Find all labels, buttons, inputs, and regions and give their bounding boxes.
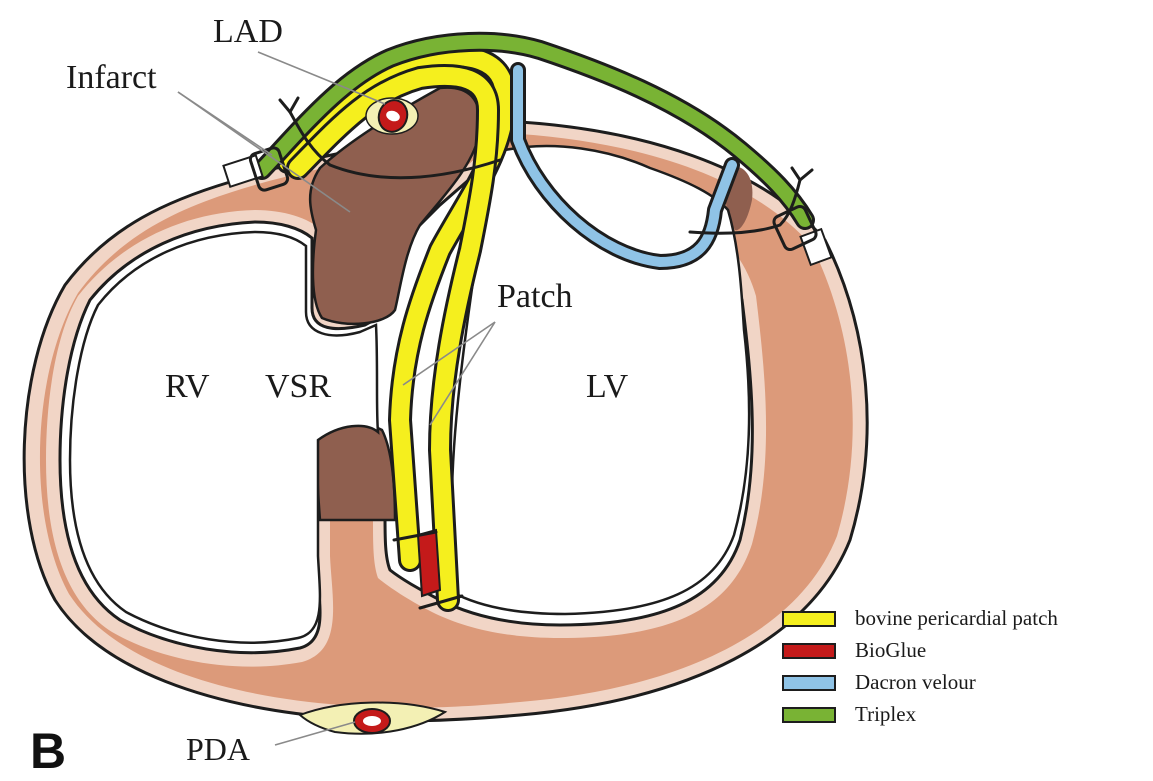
legend-swatch	[783, 708, 835, 722]
suture-left-tie-a	[280, 100, 290, 112]
infarct-lower	[317, 423, 395, 520]
label-lv: LV	[586, 368, 629, 405]
suture-right-tie-a	[792, 168, 800, 180]
legend-label: Dacron velour	[855, 670, 976, 694]
label-patch: Patch	[497, 278, 573, 315]
legend-label: bovine pericardial patch	[855, 606, 1058, 630]
suture-right-tie-b	[800, 170, 812, 180]
legend-swatch	[783, 612, 835, 626]
legend-swatch	[783, 676, 835, 690]
legend-label: BioGlue	[855, 638, 926, 662]
bioglue-fill	[418, 530, 440, 596]
label-rv: RV	[165, 368, 210, 405]
legend-label: Triplex	[855, 702, 917, 726]
label-infarct: Infarct	[66, 59, 157, 96]
suture-left-tie-b	[290, 98, 298, 112]
label-vsr: VSR	[265, 368, 331, 405]
label-lad: LAD	[213, 13, 283, 50]
label-pda: PDA	[186, 731, 250, 767]
pda-lumen	[363, 716, 381, 726]
legend-swatch	[783, 644, 835, 658]
panel-letter: B	[30, 723, 66, 779]
